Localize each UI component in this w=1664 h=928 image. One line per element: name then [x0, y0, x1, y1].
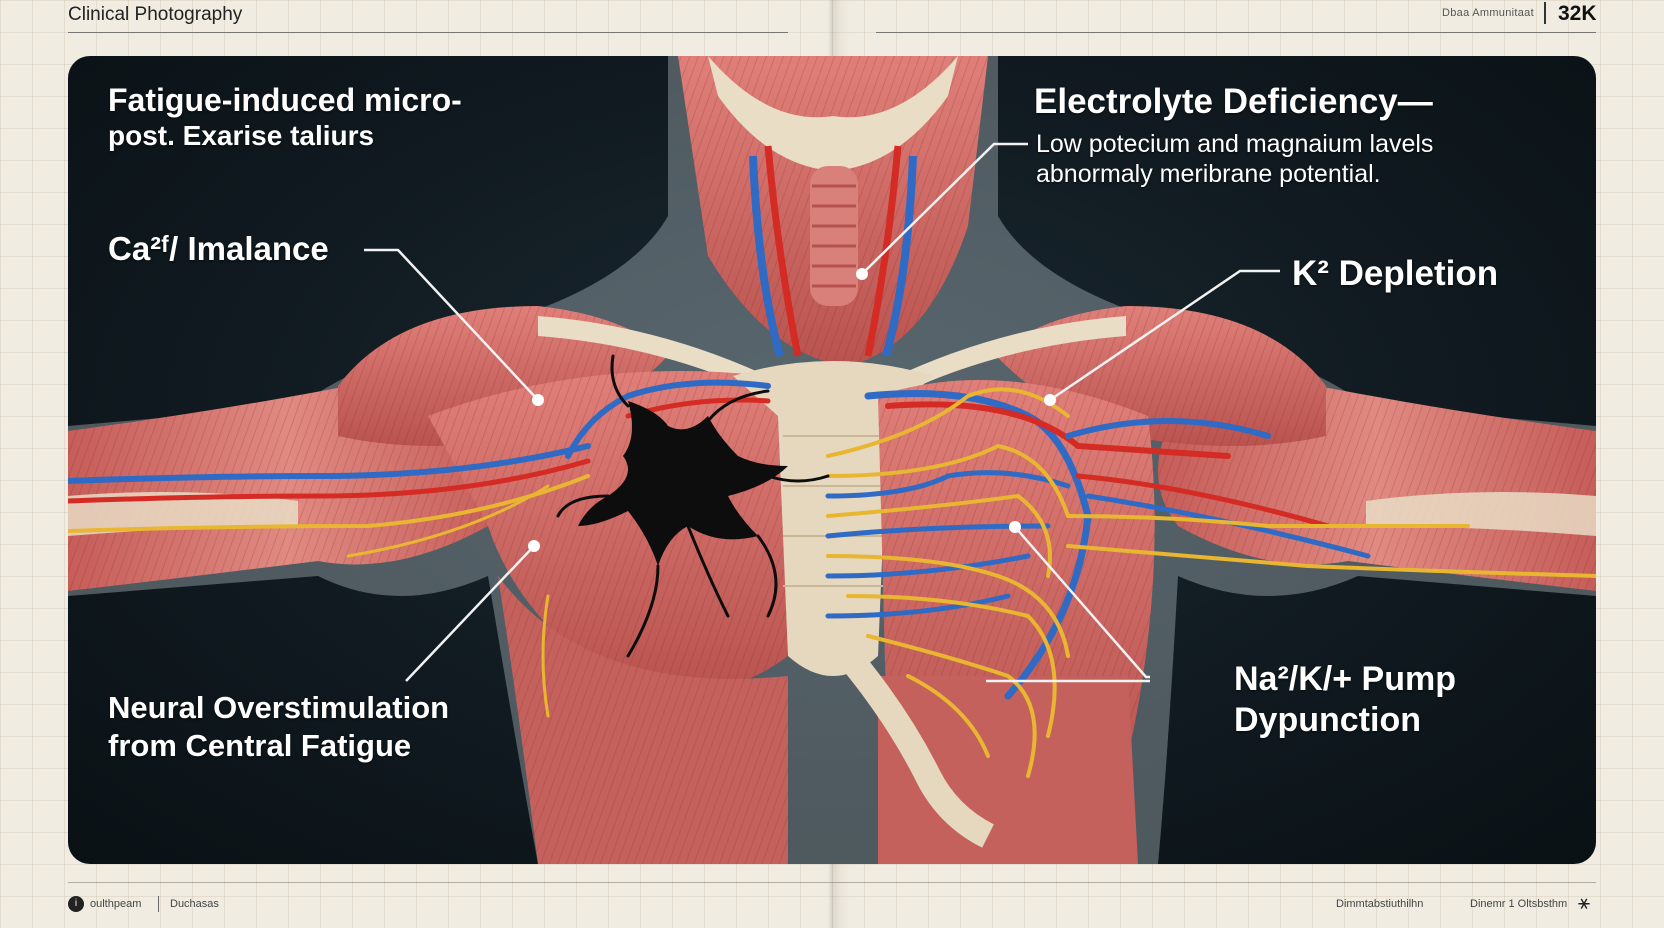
leader-dot-neural: [528, 540, 540, 552]
label-electrolyte-title: Electrolyte Deficiency—: [1034, 82, 1433, 121]
leader-dot-ca: [532, 394, 544, 406]
footer-left-a: oulthpeam: [90, 898, 142, 910]
label-electrolyte-line1: Low potecium and magnaium lavels: [1036, 130, 1434, 158]
left-clavicle: [538, 316, 788, 401]
right-clavicle: [876, 316, 1126, 401]
header-right-rule: [876, 32, 1596, 33]
label-ca-imbalance: Ca²ᶠ/ Imalance: [108, 230, 329, 267]
anatomy-illustration: [68, 56, 1596, 864]
leader-dot-na: [1009, 521, 1021, 533]
leader-k: [1049, 269, 1280, 402]
muscle-tear: [578, 401, 788, 566]
label-neural-line1: Neural Overstimulation: [108, 690, 450, 725]
leader-na: [1014, 526, 1150, 679]
jaw: [708, 56, 958, 171]
leader-neural: [405, 545, 535, 682]
leader-electrolyte: [861, 142, 1028, 275]
label-electrolyte-line2: abnormaly meribrane potential.: [1036, 160, 1381, 188]
footer-right-b: Dinemr 1 Oltsbsthm: [1470, 898, 1568, 910]
header-rule: [68, 32, 788, 33]
footer-info-icon: i: [68, 896, 84, 912]
header-title: Clinical Photography: [68, 4, 243, 25]
leader-dot-electrolyte: [856, 268, 868, 280]
header-count: 32K: [1558, 2, 1597, 25]
label-fatigue-sub: post. Exarise taliurs: [108, 120, 375, 151]
footer-left-b: Duchasas: [170, 898, 219, 910]
label-fatigue-title: Fatigue-induced micro-: [108, 82, 462, 118]
label-na-line1: Na²/K/+ Pump: [1234, 660, 1456, 698]
label-neural-line2: from Central Fatigue: [108, 728, 412, 763]
anatomy-panel: Fatigue-induced micro- post. Exarise tal…: [68, 56, 1596, 864]
leader-dot-k: [1044, 394, 1056, 406]
trachea: [810, 166, 858, 306]
header-divider: [1544, 2, 1546, 24]
label-k-depletion: K² Depletion: [1292, 254, 1499, 293]
header-small-text: Dbaa Ammunitaat: [1442, 7, 1534, 19]
leader-ca: [364, 248, 539, 401]
footer-mark-icon: ⚹: [1578, 892, 1590, 914]
footer-right-a: Dimmtabstiuthilhn: [1336, 898, 1424, 910]
footer-rule: [68, 882, 1596, 883]
footer-separator: [158, 896, 159, 912]
label-na-line2: Dypunction: [1234, 701, 1421, 739]
